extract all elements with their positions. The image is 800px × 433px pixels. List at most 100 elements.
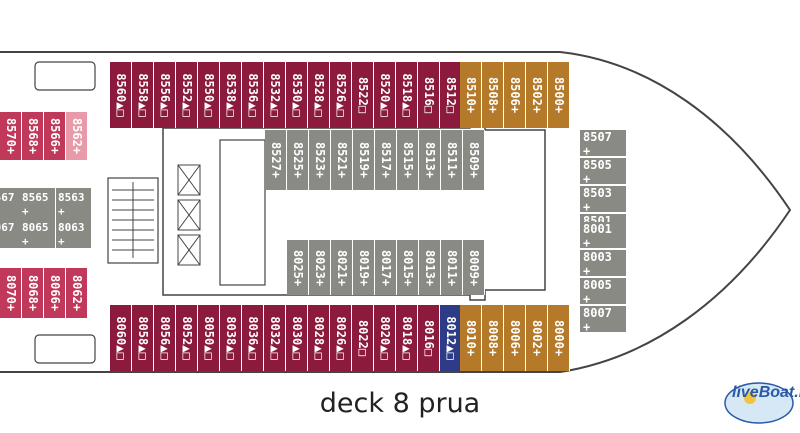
cabin[interactable]: 8513+ [419, 130, 441, 190]
cabin-label: 8517+ [378, 141, 393, 179]
cabin[interactable]: 8521+ [331, 130, 353, 190]
cabin[interactable]: 8550▲□ [198, 62, 220, 128]
cabin[interactable]: 8558▲□ [132, 62, 154, 128]
cabin[interactable]: 8012▲□ [440, 305, 462, 371]
cabin[interactable]: 8019+ [353, 240, 375, 295]
cabin[interactable]: 8065 + [20, 218, 56, 248]
cabin[interactable]: 8502+ [526, 62, 548, 128]
cabin-label: 8008+ [485, 319, 500, 357]
cabin[interactable]: 8003 + [580, 250, 626, 277]
cabin[interactable]: 8010+ [460, 305, 482, 371]
cabin[interactable]: 8510+ [460, 62, 482, 128]
cabin[interactable]: 8005 + [580, 278, 626, 305]
cabin-label: 8520▲□ [377, 73, 392, 117]
cabin[interactable]: 8536▲□ [242, 62, 264, 128]
cabin[interactable]: 8500+ [548, 62, 570, 128]
cabin[interactable]: 8522□ [352, 62, 374, 128]
cabin[interactable]: 8066+ [44, 268, 66, 318]
cabin[interactable]: 8526▲□ [330, 62, 352, 128]
cabin[interactable]: 8530▲□ [286, 62, 308, 128]
cabin[interactable]: 8563 + [56, 188, 92, 218]
cabin-label: 8506+ [507, 76, 522, 114]
cabin[interactable]: 8060▲□ [110, 305, 132, 371]
cabin-label: 8060▲□ [113, 316, 128, 360]
cabin[interactable]: 8532▲□ [264, 62, 286, 128]
cabin-label: 8050▲□ [201, 316, 216, 360]
cabin[interactable]: 8538▲□ [220, 62, 242, 128]
cabin[interactable]: 8050▲□ [198, 305, 220, 371]
cabin[interactable]: 8503 + [580, 186, 626, 213]
cabin[interactable]: 8022□ [352, 305, 374, 371]
cabin[interactable]: 8023+ [309, 240, 331, 295]
cabin[interactable]: 8000+ [548, 305, 570, 371]
cabin[interactable]: 8001 + [580, 222, 626, 249]
cabin[interactable]: 8509+ [463, 130, 485, 190]
cabin[interactable]: 8062+ [66, 268, 88, 318]
cabin-label: 8026▲□ [333, 316, 348, 360]
cabin[interactable]: 8026▲□ [330, 305, 352, 371]
cabin[interactable]: 8036▲□ [242, 305, 264, 371]
cabin[interactable]: 8058▲□ [132, 305, 154, 371]
cabin[interactable]: 8013+ [419, 240, 441, 295]
cabin[interactable]: 8020▲□ [374, 305, 396, 371]
cabin-label: 8070+ [3, 274, 18, 312]
cabin[interactable]: 8516□ [418, 62, 440, 128]
cabin[interactable]: 8070+ [0, 268, 22, 318]
cabin[interactable]: 8009+ [463, 240, 485, 295]
cabin[interactable]: 8006+ [504, 305, 526, 371]
cabin-label: 8526▲□ [333, 73, 348, 117]
cabin[interactable]: 8560▲□ [110, 62, 132, 128]
cabin[interactable]: 8511+ [441, 130, 463, 190]
cabin[interactable]: 8515+ [397, 130, 419, 190]
cabin[interactable]: 8562+ [66, 112, 88, 160]
cabin[interactable]: 8008+ [482, 305, 504, 371]
cabin[interactable]: 8007 + [580, 306, 626, 333]
cabin[interactable]: 8063 + [56, 218, 92, 248]
cabin[interactable]: 8527+ [265, 130, 287, 190]
cabin-label: 8522□ [355, 76, 370, 114]
cabin[interactable]: 8056▲□ [154, 305, 176, 371]
cabin[interactable]: 8508+ [482, 62, 504, 128]
cabin-label: 8518▲□ [399, 73, 414, 117]
cabin[interactable]: 8032▲□ [264, 305, 286, 371]
cabin[interactable]: 8505 + [580, 158, 626, 185]
cabin[interactable]: 8030▲□ [286, 305, 308, 371]
cabin[interactable]: 8570+ [0, 112, 22, 160]
stairs [107, 177, 159, 264]
cabin-label: 8007 + [583, 306, 612, 333]
cabin[interactable]: 8507 + [580, 130, 626, 157]
cabin[interactable]: 8518▲□ [396, 62, 418, 128]
cabin[interactable]: 8025+ [287, 240, 309, 295]
cabin[interactable]: 8566+ [44, 112, 66, 160]
cabin[interactable]: 8002+ [526, 305, 548, 371]
cabin[interactable]: 8528▲□ [308, 62, 330, 128]
cabin[interactable]: 8525+ [287, 130, 309, 190]
cabin[interactable]: 8017+ [375, 240, 397, 295]
cabin[interactable]: 8565 + [20, 188, 56, 218]
cabin[interactable]: 8512□ [440, 62, 462, 128]
cabin[interactable]: 8567 + [0, 188, 22, 218]
cabin[interactable]: 8067 + [0, 218, 22, 248]
cabin-label: 8016□ [421, 319, 436, 357]
cabin[interactable]: 8028▲□ [308, 305, 330, 371]
cabin[interactable]: 8052▲□ [176, 305, 198, 371]
cabin-label: 8006+ [507, 319, 522, 357]
cabin[interactable]: 8517+ [375, 130, 397, 190]
cabin-label: 8562+ [69, 117, 84, 155]
cabin[interactable]: 8018▲□ [396, 305, 418, 371]
cabin[interactable]: 8523+ [309, 130, 331, 190]
cabin-label: 8012▲□ [443, 316, 458, 360]
cabin[interactable]: 8556▲□ [154, 62, 176, 128]
cabin[interactable]: 8016□ [418, 305, 440, 371]
cabin[interactable]: 8568+ [22, 112, 44, 160]
cabin-label: 8066+ [47, 274, 62, 312]
cabin[interactable]: 8552▲□ [176, 62, 198, 128]
cabin[interactable]: 8506+ [504, 62, 526, 128]
cabin[interactable]: 8068+ [22, 268, 44, 318]
cabin[interactable]: 8021+ [331, 240, 353, 295]
cabin[interactable]: 8519+ [353, 130, 375, 190]
cabin[interactable]: 8520▲□ [374, 62, 396, 128]
cabin[interactable]: 8015+ [397, 240, 419, 295]
cabin[interactable]: 8011+ [441, 240, 463, 295]
cabin[interactable]: 8038▲□ [220, 305, 242, 371]
